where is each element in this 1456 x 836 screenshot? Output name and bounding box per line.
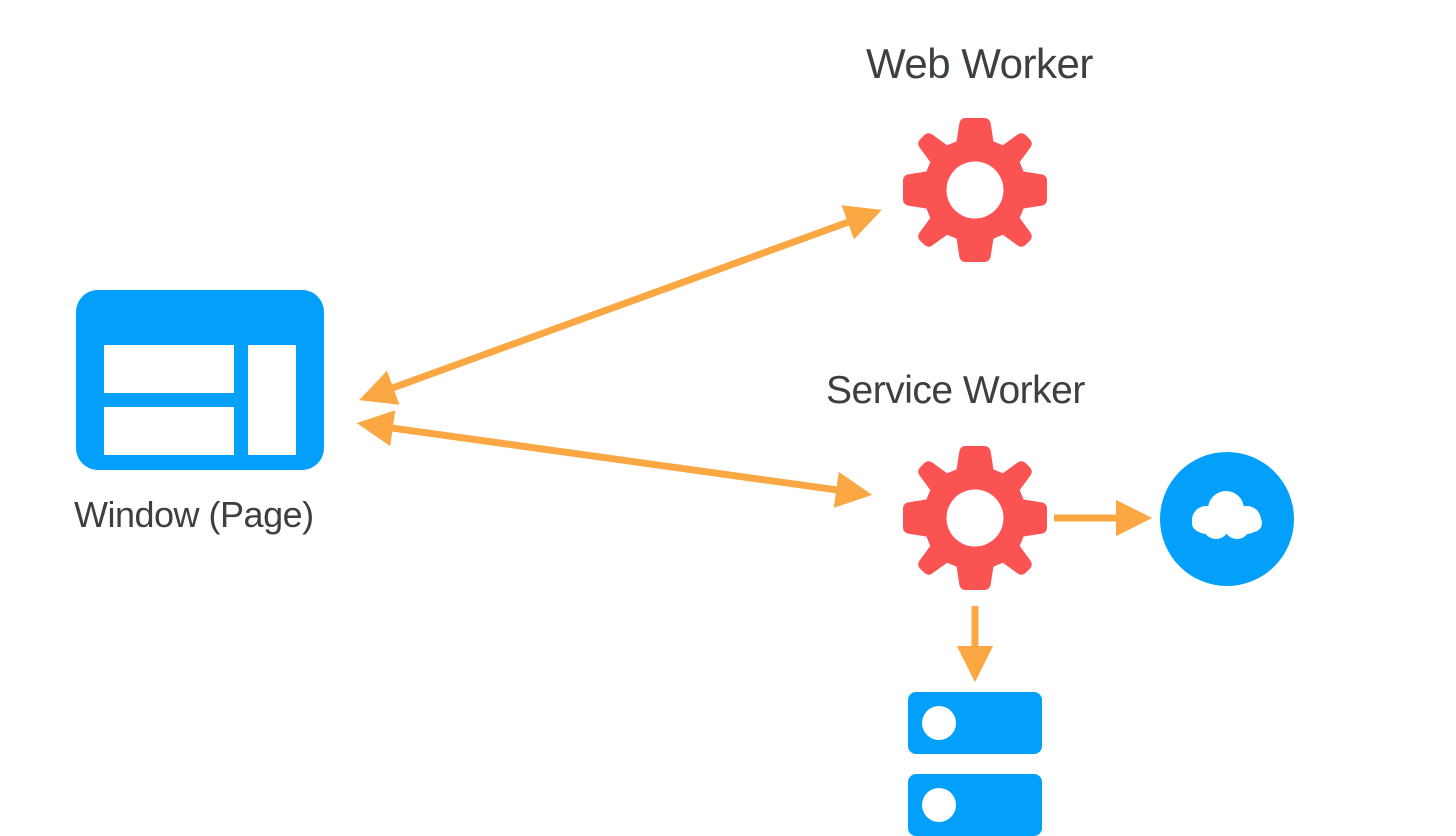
window-page-label: Window (Page) <box>74 494 314 535</box>
browser-window-icon <box>76 290 324 470</box>
edge-window-web-worker <box>359 205 882 405</box>
gear-icon <box>900 438 1050 598</box>
cloud-icon <box>1160 452 1294 586</box>
edge-window-service-worker <box>356 410 873 508</box>
service-worker-label: Service Worker <box>826 369 1085 412</box>
database-storage-icon <box>908 692 1042 836</box>
web-worker-label: Web Worker <box>866 40 1093 87</box>
gear-icon <box>900 110 1050 270</box>
